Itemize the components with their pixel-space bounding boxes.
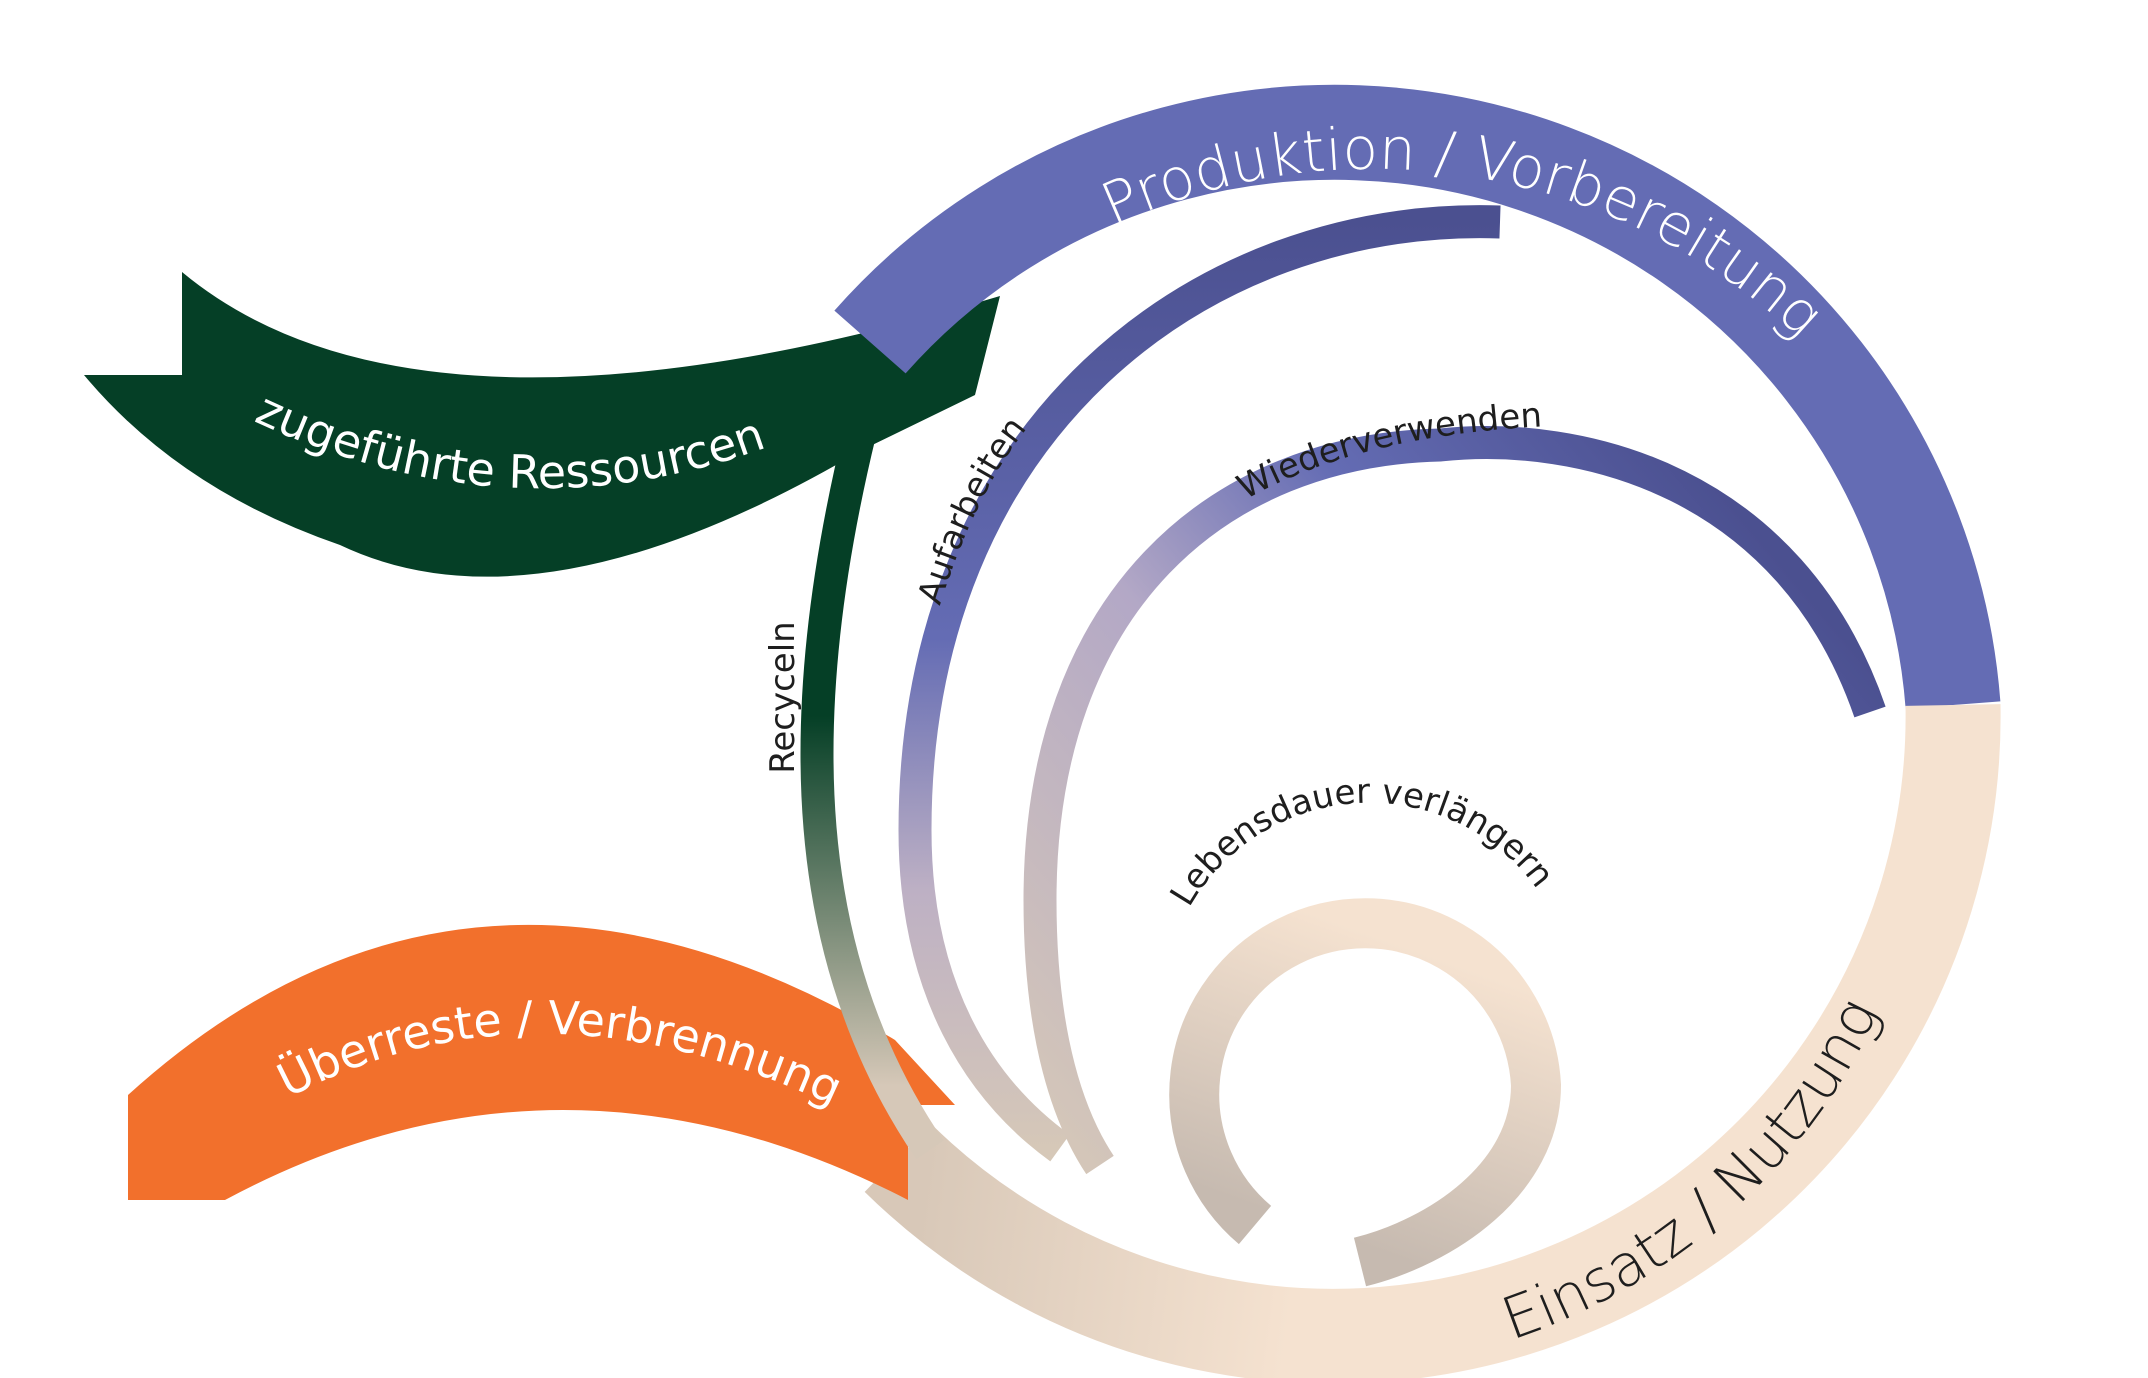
recycle-label: Recyceln [763,621,803,774]
production-ring [834,84,2001,709]
inflow-band [84,272,1000,577]
reuse-loop [1023,426,1886,1175]
refurbish-loop [898,205,1501,1162]
extend-loop [1169,898,1562,1287]
extend-label: Lebensdauer verlängern [1163,772,1562,913]
usage-ring [864,704,2001,1378]
recycle-loop [800,428,944,1160]
outflow-band [128,924,955,1200]
